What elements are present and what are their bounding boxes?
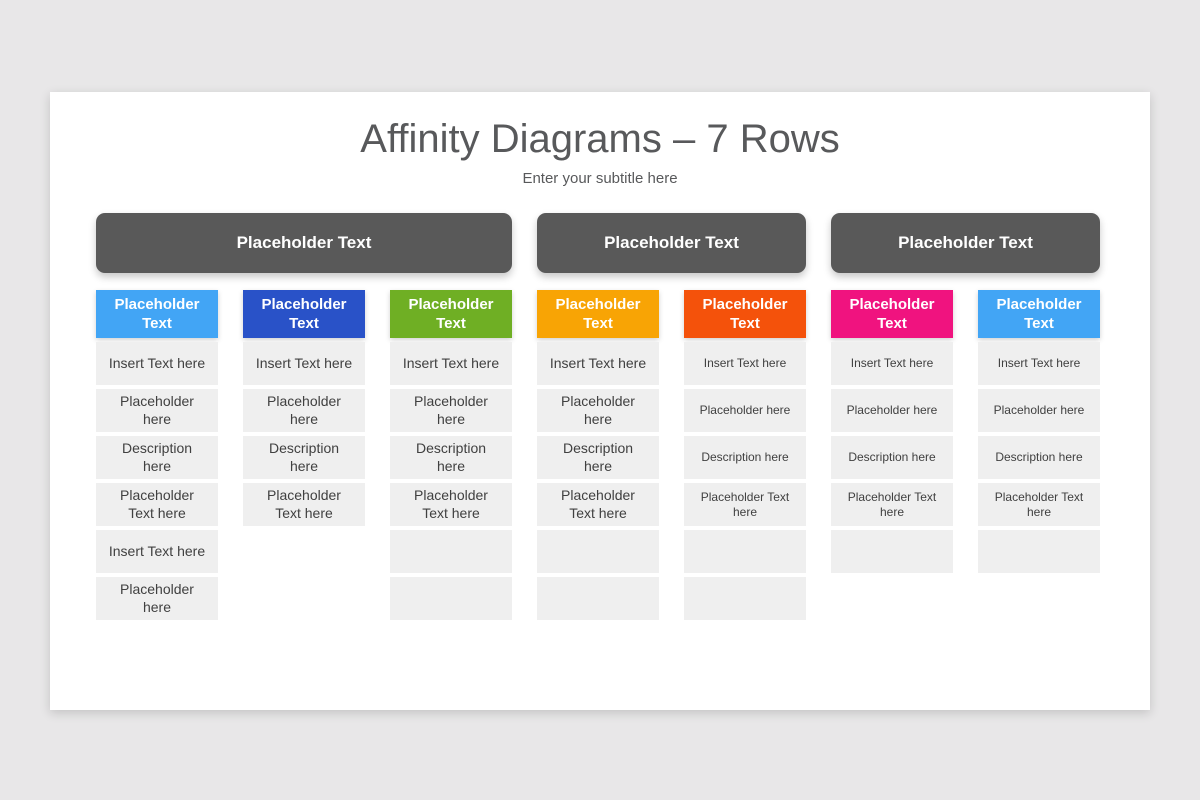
- column-4-header: Placeholder Text: [537, 290, 659, 338]
- cell: Placeholder here: [978, 389, 1100, 432]
- cell: Insert Text here: [978, 342, 1100, 385]
- empty-cell: [978, 530, 1100, 573]
- cell: Placeholder Text here: [390, 483, 512, 526]
- cell: Placeholder here: [684, 389, 806, 432]
- cell: Insert Text here: [390, 342, 512, 385]
- cell: Description here: [390, 436, 512, 479]
- empty-cell: [684, 530, 806, 573]
- column-6-header: Placeholder Text: [831, 290, 953, 338]
- diagram-area: Placeholder Text Placeholder Text Placeh…: [96, 213, 1100, 620]
- empty-cell: [831, 530, 953, 573]
- cell: Placeholder Text here: [684, 483, 806, 526]
- column-4: Placeholder Text Insert Text here Placeh…: [537, 290, 659, 620]
- cell: Placeholder Text here: [96, 483, 218, 526]
- column-5-header: Placeholder Text: [684, 290, 806, 338]
- empty-cell: [537, 530, 659, 573]
- cell: Placeholder here: [537, 389, 659, 432]
- group-header-bar-1: Placeholder Text: [96, 213, 512, 273]
- cell: Insert Text here: [537, 342, 659, 385]
- cell: Placeholder here: [831, 389, 953, 432]
- cell: Placeholder here: [96, 577, 218, 620]
- cell: Placeholder Text here: [243, 483, 365, 526]
- column-2: Placeholder Text Insert Text here Placeh…: [243, 290, 365, 526]
- cell: Placeholder Text here: [537, 483, 659, 526]
- column-3: Placeholder Text Insert Text here Placeh…: [390, 290, 512, 620]
- cell: Placeholder here: [243, 389, 365, 432]
- column-7-header: Placeholder Text: [978, 290, 1100, 338]
- cell: Placeholder Text here: [831, 483, 953, 526]
- group-header-row: Placeholder Text Placeholder Text Placeh…: [96, 213, 1100, 273]
- cell: Description here: [831, 436, 953, 479]
- column-1-header: Placeholder Text: [96, 290, 218, 338]
- cell: Insert Text here: [831, 342, 953, 385]
- column-5: Placeholder Text Insert Text here Placeh…: [684, 290, 806, 620]
- cell: Placeholder Text here: [978, 483, 1100, 526]
- cell: Description here: [96, 436, 218, 479]
- affinity-columns: Placeholder Text Insert Text here Placeh…: [96, 290, 1100, 620]
- cell: Description here: [537, 436, 659, 479]
- cell: Placeholder here: [96, 389, 218, 432]
- empty-cell: [390, 530, 512, 573]
- column-3-header: Placeholder Text: [390, 290, 512, 338]
- column-7: Placeholder Text Insert Text here Placeh…: [978, 290, 1100, 573]
- column-2-header: Placeholder Text: [243, 290, 365, 338]
- column-6: Placeholder Text Insert Text here Placeh…: [831, 290, 953, 573]
- cell: Insert Text here: [684, 342, 806, 385]
- cell: Description here: [684, 436, 806, 479]
- cell: Description here: [243, 436, 365, 479]
- slide-title: Affinity Diagrams – 7 Rows: [360, 117, 840, 161]
- group-header-bar-3: Placeholder Text: [831, 213, 1100, 273]
- empty-cell: [684, 577, 806, 620]
- slide-subtitle: Enter your subtitle here: [522, 170, 678, 187]
- group-header-bar-2: Placeholder Text: [537, 213, 806, 273]
- empty-cell: [537, 577, 659, 620]
- cell: Insert Text here: [96, 530, 218, 573]
- cell: Insert Text here: [96, 342, 218, 385]
- cell: Description here: [978, 436, 1100, 479]
- empty-cell: [390, 577, 512, 620]
- cell: Placeholder here: [390, 389, 512, 432]
- column-1: Placeholder Text Insert Text here Placeh…: [96, 290, 218, 620]
- slide-card: Affinity Diagrams – 7 Rows Enter your su…: [50, 92, 1150, 710]
- cell: Insert Text here: [243, 342, 365, 385]
